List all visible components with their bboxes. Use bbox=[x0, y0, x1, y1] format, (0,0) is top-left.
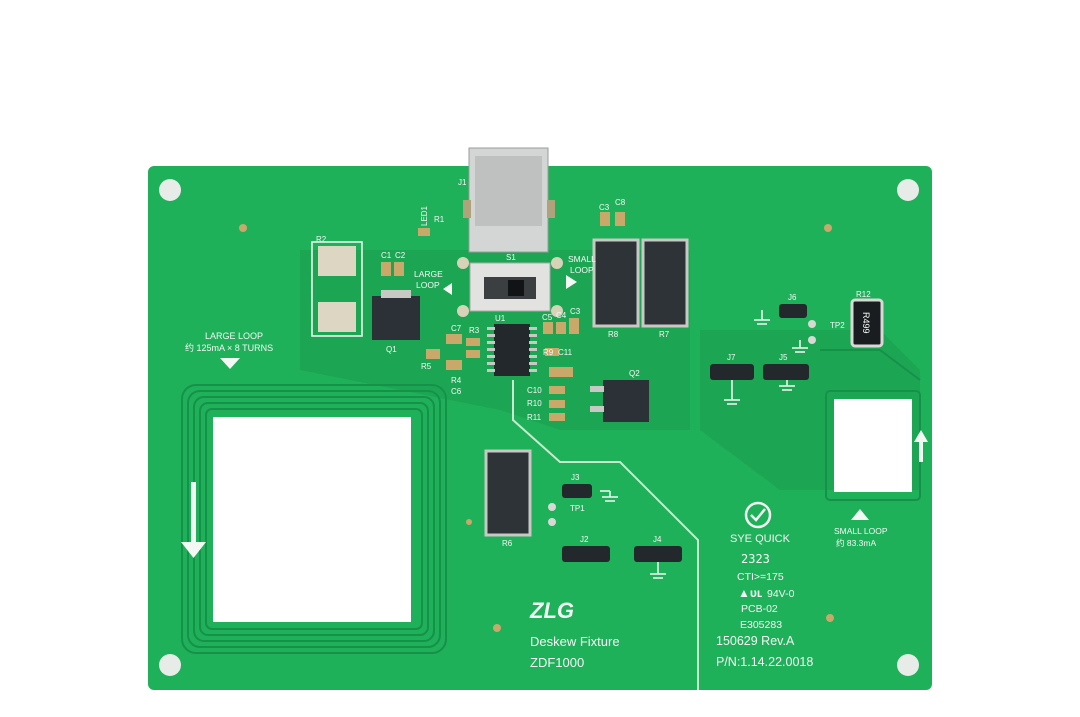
small-loop-pointer-icon bbox=[851, 509, 869, 520]
designator: J1 bbox=[458, 178, 467, 187]
fiducial bbox=[826, 614, 834, 622]
designator: C5 bbox=[542, 313, 553, 322]
trace bbox=[512, 380, 699, 690]
date-code: 2323 bbox=[741, 552, 770, 566]
jumpers bbox=[562, 304, 809, 562]
designator: R8 bbox=[608, 330, 619, 339]
designator: R3 bbox=[469, 326, 480, 335]
mounting-hole bbox=[897, 179, 919, 201]
pcb-code: PCB-02 bbox=[741, 603, 778, 615]
designator: R1 bbox=[434, 215, 445, 224]
large-loop-label: LARGE LOOP bbox=[205, 331, 263, 341]
designator: R11 bbox=[527, 413, 542, 422]
revision: 150629 Rev.A bbox=[716, 634, 795, 648]
mounting-hole bbox=[159, 179, 181, 201]
resistor-r12 bbox=[850, 298, 884, 348]
test-point bbox=[808, 320, 816, 328]
designator: Q2 bbox=[629, 369, 640, 378]
large-loop-pointer-icon bbox=[220, 358, 240, 369]
resistor-r8 bbox=[592, 238, 640, 328]
designator: J4 bbox=[653, 535, 662, 544]
cti-rating: CTI>=175 bbox=[737, 571, 784, 583]
designator: C2 bbox=[395, 251, 406, 260]
designator: R10 bbox=[527, 399, 542, 408]
flame-rating: 94V-0 bbox=[767, 588, 795, 600]
brand-logo: ZLG bbox=[529, 598, 574, 623]
designator: J6 bbox=[788, 293, 797, 302]
designator: J7 bbox=[727, 353, 736, 362]
designator: S1 bbox=[506, 253, 516, 262]
switch-right-label: LOOP bbox=[570, 265, 594, 275]
large-loop-coil bbox=[181, 384, 447, 654]
designator: J2 bbox=[580, 535, 589, 544]
designator: R9 bbox=[543, 348, 554, 357]
switch-left-arrow-icon bbox=[443, 283, 452, 295]
designator: C10 bbox=[527, 386, 542, 395]
large-loop-arrow-icon bbox=[181, 482, 206, 558]
usb-connector-j1 bbox=[463, 147, 555, 253]
switch-right-arrow-icon bbox=[566, 275, 577, 289]
test-point bbox=[808, 336, 816, 344]
fiducial bbox=[466, 519, 472, 525]
designator: R4 bbox=[451, 376, 462, 385]
designator: C6 bbox=[451, 387, 462, 396]
designator: C1 bbox=[381, 251, 392, 260]
small-loop-cutout bbox=[834, 399, 912, 492]
cert-logo-label: SYE QUICK bbox=[730, 533, 791, 545]
ground-symbol-icon bbox=[600, 310, 808, 579]
small-loop-arrow-icon bbox=[914, 430, 928, 462]
slide-switch-s1 bbox=[457, 257, 563, 317]
transistor-q2 bbox=[590, 380, 649, 422]
switch-left-label: LOOP bbox=[416, 280, 440, 290]
trace bbox=[820, 349, 921, 381]
ul-file: E305283 bbox=[740, 619, 782, 631]
mounting-hole bbox=[159, 654, 181, 676]
model-number: ZDF1000 bbox=[530, 655, 584, 670]
large-loop-spec: 约 125mA × 8 TURNS bbox=[185, 342, 273, 353]
designator: C11 bbox=[558, 348, 573, 357]
resistor-r6 bbox=[484, 449, 532, 537]
test-point bbox=[548, 503, 556, 511]
ic-u1 bbox=[487, 324, 537, 376]
designator: C8 bbox=[615, 198, 626, 207]
designator: R7 bbox=[659, 330, 670, 339]
designator: R2 bbox=[316, 235, 327, 244]
designator: R5 bbox=[421, 362, 432, 371]
switch-right-label: SMALL bbox=[568, 254, 596, 264]
designator: C4 bbox=[556, 311, 567, 320]
designator: TP2 bbox=[830, 321, 845, 330]
small-loop-spec: 约 83.3mA bbox=[836, 538, 876, 548]
designator: J3 bbox=[571, 473, 580, 482]
product-name: Deskew Fixture bbox=[530, 634, 620, 649]
fiducial bbox=[239, 224, 247, 232]
test-point bbox=[548, 518, 556, 526]
designator: U1 bbox=[495, 314, 506, 323]
cert-logo-icon bbox=[744, 501, 772, 529]
mounting-hole bbox=[897, 654, 919, 676]
fiducial bbox=[493, 624, 501, 632]
designator: R499 bbox=[861, 312, 871, 334]
switch-left-label: LARGE bbox=[414, 269, 443, 279]
designator: TP1 bbox=[570, 504, 585, 513]
designator: C7 bbox=[451, 324, 462, 333]
ul-mark-icon: ▲ᴜʟ bbox=[738, 586, 762, 600]
transistor-q1 bbox=[372, 290, 420, 340]
designator: R12 bbox=[856, 290, 871, 299]
designator: C3 bbox=[570, 307, 581, 316]
designator: LED1 bbox=[420, 205, 429, 226]
designator: Q1 bbox=[386, 345, 397, 354]
resistor-r7 bbox=[641, 238, 689, 328]
small-loop-label: SMALL LOOP bbox=[834, 526, 888, 536]
fiducial bbox=[824, 224, 832, 232]
designator: J5 bbox=[779, 353, 788, 362]
designator: R6 bbox=[502, 539, 513, 548]
smd-components bbox=[381, 212, 625, 421]
r2-pad bbox=[318, 302, 356, 332]
large-loop-cutout bbox=[213, 417, 411, 622]
part-number: P/N:1.14.22.0018 bbox=[716, 655, 813, 669]
r2-pad bbox=[318, 246, 356, 276]
designator: C3 bbox=[599, 203, 610, 212]
